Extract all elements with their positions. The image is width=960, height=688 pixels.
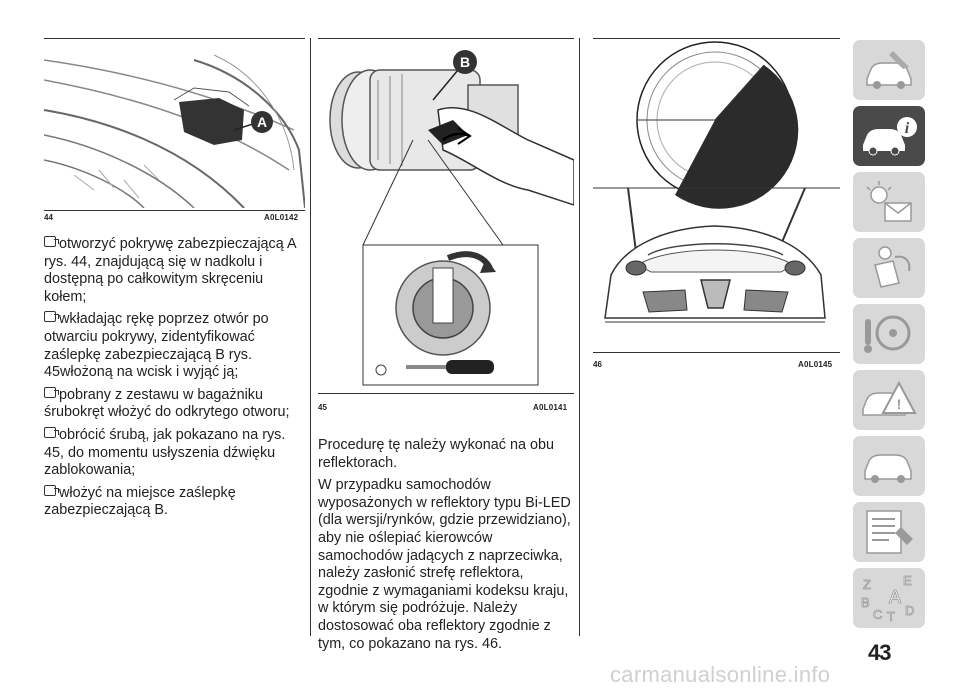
tab-maintenance[interactable] — [853, 436, 925, 496]
figure-44-callout-a: A — [257, 114, 267, 130]
index-letter: D — [905, 603, 914, 618]
steering-wheel-key-icon — [864, 315, 911, 353]
column1-instructions: otworzyć pokrywę zabezpieczającą A rys. … — [44, 236, 306, 525]
paragraph: W przypadku samochodów wyposażonych w re… — [318, 477, 571, 652]
figure-45-code: A0L0141 — [533, 403, 568, 412]
column-divider-2 — [579, 38, 580, 636]
top-rule-col3 — [593, 38, 840, 39]
column-divider-1 — [310, 38, 311, 636]
list-item: obrócić śrubą, jak pokazano na rys. 45, … — [44, 426, 286, 479]
tab-safety[interactable] — [853, 238, 925, 298]
svg-text:i: i — [905, 120, 910, 137]
figure-44-code: A0L0142 — [264, 213, 299, 222]
figure-45-callout-b: B — [460, 54, 470, 70]
car-service-icon — [864, 454, 912, 483]
figure-44-wheel-arch: A — [44, 40, 305, 208]
checkbox-bullet-icon — [44, 311, 59, 323]
figure-45-headlamp-adjustment: B — [329, 50, 574, 386]
column2-text: Procedurę tę należy wykonać na obu refle… — [318, 437, 576, 658]
top-rule-col2 — [318, 38, 574, 39]
car-dashboard-icon — [866, 51, 912, 89]
index-letter: Z — [863, 577, 871, 592]
index-letter: T — [887, 609, 895, 623]
list-item: pobrany z zestawu w bagażniku śrubokręt … — [44, 386, 290, 421]
checkbox-bullet-icon — [44, 236, 59, 247]
car-info-icon: i — [863, 117, 917, 156]
technical-data-list-icon — [866, 510, 913, 554]
tab-dashboard[interactable] — [853, 40, 925, 100]
car-warning-triangle-icon: ! — [862, 380, 917, 416]
watermark: carmanualsonline.info — [610, 662, 831, 687]
figure-46-caption-rule — [593, 352, 840, 353]
index-letter: A — [889, 587, 901, 607]
checkbox-bullet-icon — [44, 426, 59, 438]
tab-emergency[interactable]: ! — [853, 370, 925, 430]
airbag-seat-icon — [874, 246, 911, 288]
warning-light-message-icon — [866, 181, 912, 222]
top-rule-col1 — [44, 38, 305, 39]
tab-starting-driving[interactable] — [853, 304, 925, 364]
svg-text:!: ! — [897, 396, 902, 412]
figure-45-caption-rule — [318, 393, 574, 394]
index-letter: C — [873, 607, 882, 622]
alphabet-index-icon: Z E A B C T D — [861, 573, 915, 623]
checkbox-bullet-icon — [44, 484, 59, 496]
figure-45-number: 45 — [318, 403, 327, 412]
list-item: wkładając rękę poprzez otwór po otwarciu… — [44, 311, 269, 381]
paragraph: Procedurę tę należy wykonać na obu refle… — [318, 437, 554, 471]
tab-warning-lights[interactable] — [853, 172, 925, 232]
tab-car-knowledge[interactable]: i — [853, 106, 925, 166]
list-item: włożyć na miejsce zaślepkę zabezpieczają… — [44, 484, 236, 519]
figure-46-number: 46 — [593, 360, 602, 369]
figure-44-caption-rule — [44, 210, 305, 211]
index-letter: E — [903, 573, 912, 588]
tab-technical-data[interactable] — [853, 502, 925, 562]
index-letter: B — [861, 595, 870, 610]
tab-index[interactable]: Z E A B C T D — [853, 568, 925, 628]
figure-46-code: A0L0145 — [798, 360, 833, 369]
figure-44-number: 44 — [44, 213, 53, 222]
figure-46-headlight-pattern — [593, 41, 840, 323]
page-number: 43 — [868, 640, 892, 665]
checkbox-bullet-icon — [44, 386, 59, 398]
list-item: otworzyć pokrywę zabezpieczającą A rys. … — [44, 236, 296, 305]
